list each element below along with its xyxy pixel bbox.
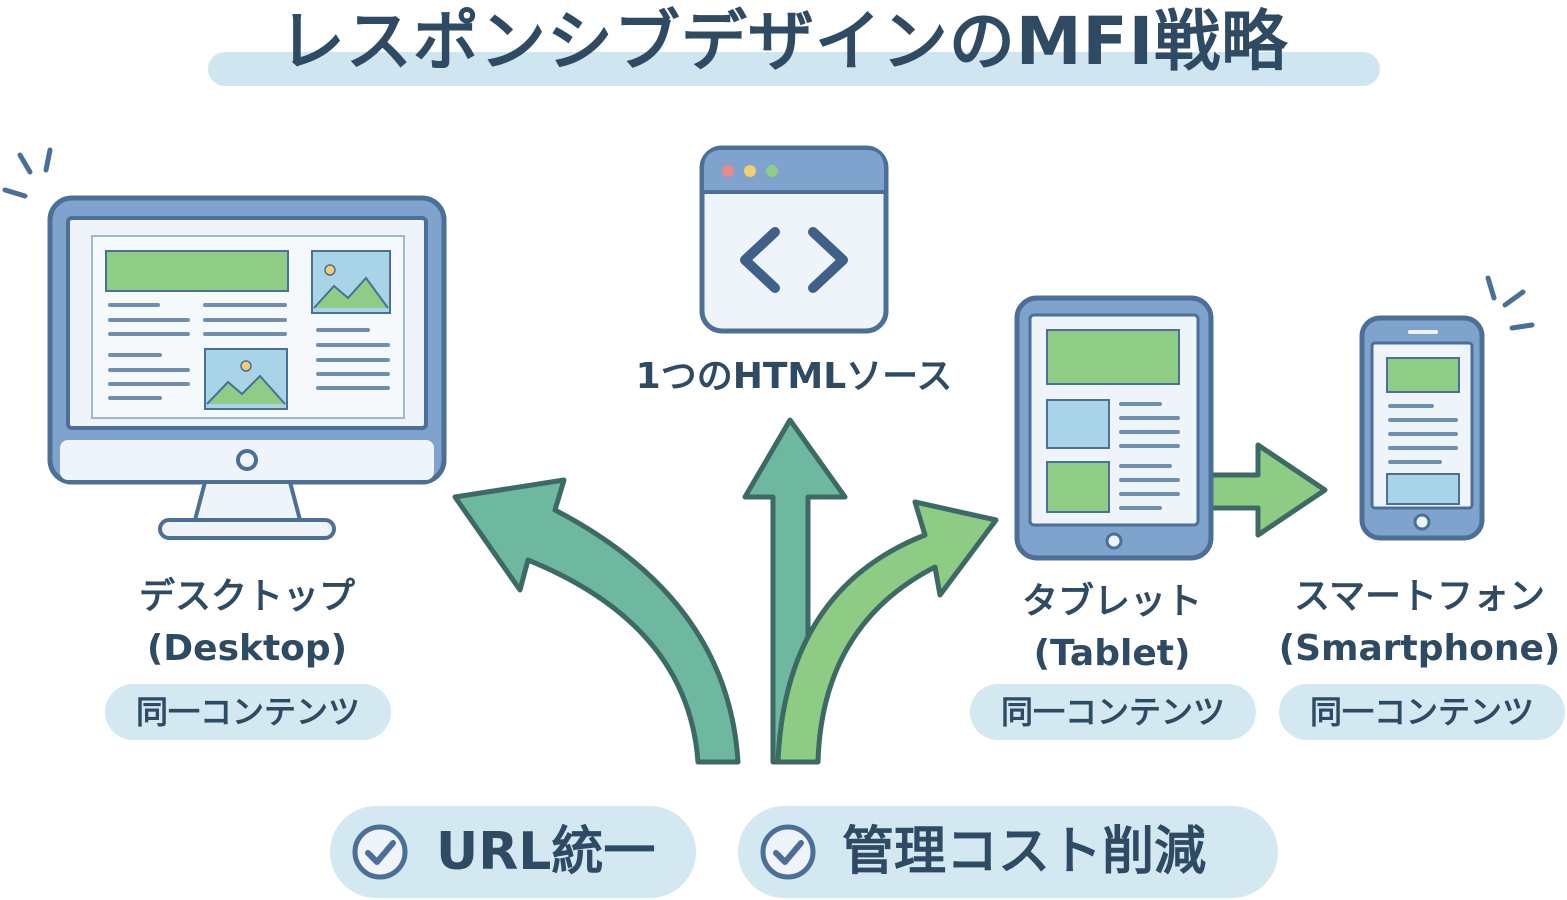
arrow-to-tablet-icon [775, 499, 999, 765]
benefit-label: URL統一 [436, 822, 656, 882]
tablet-label: タブレット [1021, 581, 1202, 622]
smartphone-sparkle-icon [1485, 275, 1535, 331]
tablet-content-badge: 同一コンテンツ [970, 684, 1256, 740]
tablet-device-icon [1014, 295, 1214, 561]
smartphone-label: スマートフォン [1294, 576, 1545, 617]
tablet-label-en: (Tablet) [1033, 633, 1191, 674]
smartphone-label-en: (Smartphone) [1278, 628, 1561, 669]
benefit-cost-reduction: 管理コスト削減 [738, 806, 1278, 898]
branch-arrows [452, 417, 1328, 765]
smartphone-content-badge: 同一コンテンツ [1279, 684, 1565, 740]
html-source-label: 1つのHTMLソース [635, 356, 953, 397]
benefit-label: 管理コスト削減 [842, 822, 1207, 882]
benefit-url-unification: URL統一 [330, 806, 696, 898]
desktop-monitor-icon [47, 195, 447, 540]
desktop-label-en: (Desktop) [146, 628, 348, 669]
desktop-content-badge: 同一コンテンツ [105, 684, 391, 740]
arrow-tablet-to-phone-icon [1207, 442, 1328, 538]
page-title: レスポンシブデザインのMFI戦略 [278, 3, 1289, 80]
check-circle-icon [760, 824, 816, 880]
desktop-label: デスクトップ [138, 576, 355, 617]
desktop-sparkle-icon [2, 147, 53, 199]
title-area: レスポンシブデザインのMFI戦略 [0, 0, 1567, 95]
html-code-window-icon [699, 145, 889, 334]
arrow-to-desktop-icon [452, 477, 741, 765]
smartphone-device-icon [1359, 315, 1485, 541]
title-highlight [208, 52, 1380, 86]
check-circle-icon [352, 824, 408, 880]
